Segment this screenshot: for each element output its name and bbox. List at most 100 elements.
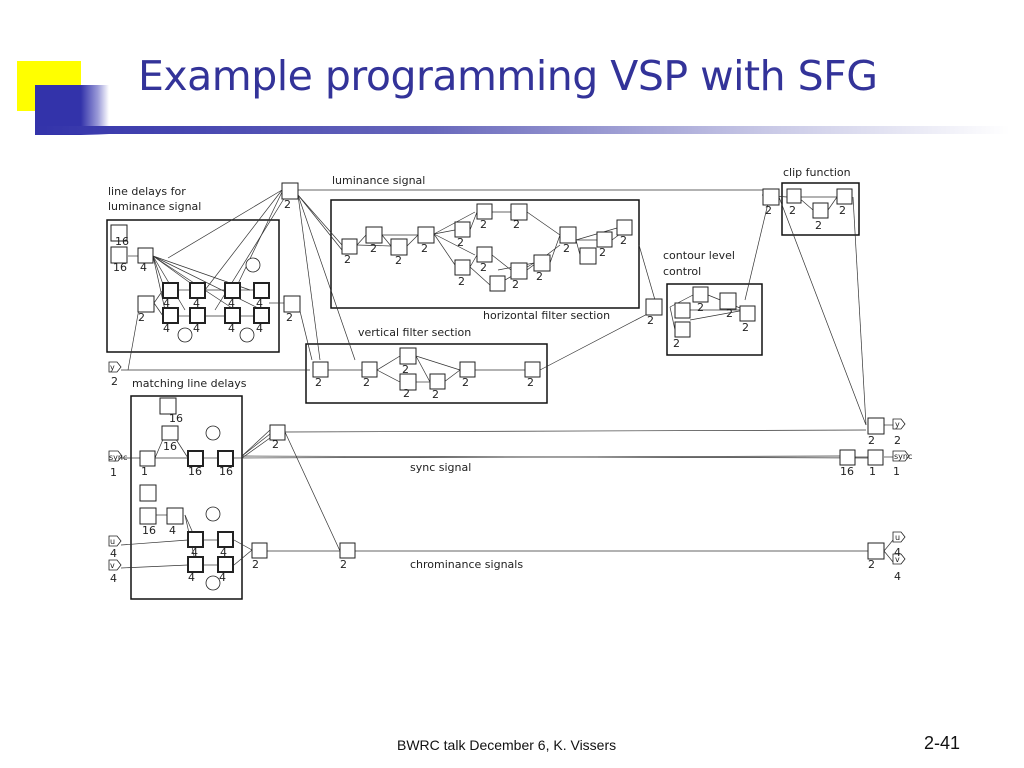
svg-text:4: 4 (228, 322, 235, 335)
svg-text:2: 2 (536, 270, 543, 283)
svg-text:16: 16 (163, 440, 177, 453)
svg-text:2: 2 (344, 253, 351, 266)
port-v-in-label: v (110, 561, 115, 570)
contour-level-group-box (666, 283, 763, 356)
svg-text:4: 4 (193, 322, 200, 335)
port-sync-in (108, 450, 123, 462)
svg-text:16: 16 (113, 261, 127, 274)
svg-text:4: 4 (188, 571, 195, 584)
svg-text:2: 2 (894, 434, 901, 447)
port-u-in-label: u (110, 537, 115, 546)
port-y-in (108, 361, 122, 373)
port-u-out (892, 531, 906, 543)
line-delays-label-2: luminance signal (108, 200, 201, 213)
line-delays-label-1: line delays for (108, 185, 186, 198)
svg-text:4: 4 (219, 571, 226, 584)
horizontal-filter-group-box (330, 199, 640, 309)
port-y-out-label: y (895, 420, 900, 429)
port-u-in (108, 535, 122, 547)
svg-text:4: 4 (256, 322, 263, 335)
luminance-signal-label: luminance signal (332, 174, 425, 187)
svg-text:4: 4 (163, 322, 170, 335)
svg-text:2: 2 (765, 204, 772, 217)
port-u-out-label: u (895, 533, 900, 542)
footer-text: BWRC talk December 6, K. Vissers (397, 737, 617, 753)
svg-text:1: 1 (893, 465, 900, 478)
port-sync-in-label: sync (109, 453, 127, 462)
sync-signal-label: sync signal (410, 461, 471, 474)
svg-text:2: 2 (697, 301, 704, 314)
svg-text:2: 2 (458, 275, 465, 288)
svg-text:2: 2 (340, 558, 347, 571)
svg-text:2: 2 (138, 311, 145, 324)
line-delays-group-box (106, 219, 280, 353)
svg-text:2: 2 (432, 388, 439, 401)
svg-text:2: 2 (480, 218, 487, 231)
svg-text:2: 2 (726, 307, 733, 320)
port-sync-out-label: sync (894, 452, 912, 461)
matching-line-delays-label: matching line delays (132, 377, 247, 390)
svg-text:16: 16 (840, 465, 854, 478)
svg-text:4: 4 (220, 546, 227, 559)
slide-number: 2-41 (924, 733, 961, 753)
svg-text:2: 2 (457, 236, 464, 249)
svg-text:4: 4 (894, 546, 901, 559)
slide-title: Example programming VSP with SFG (138, 52, 878, 100)
contour-level-label-1: contour level (663, 249, 735, 262)
svg-text:2: 2 (252, 558, 259, 571)
svg-text:2: 2 (370, 242, 377, 255)
node-square (281, 182, 299, 200)
contour-level-label-2: control (663, 265, 701, 278)
svg-text:2: 2 (363, 376, 370, 389)
horizontal-filter-label: horizontal filter section (483, 309, 610, 322)
port-y-out (892, 418, 906, 430)
svg-text:1: 1 (110, 466, 117, 479)
node-numbers: 2 16 4 16 4 4 4 4 4 4 4 4 2 2 2 2 2 2 2 2 2 2 2 2 2… (110, 198, 901, 585)
svg-text:2: 2 (563, 242, 570, 255)
svg-text:4: 4 (256, 297, 263, 310)
svg-text:4: 4 (169, 524, 176, 537)
svg-text:2: 2 (815, 219, 822, 232)
sfg-nodes (110, 182, 885, 573)
svg-text:16: 16 (188, 465, 202, 478)
svg-text:2: 2 (286, 311, 293, 324)
title-underline-bar (35, 126, 1010, 134)
svg-text:2: 2 (868, 434, 875, 447)
node-square (762, 188, 780, 206)
svg-text:2: 2 (599, 246, 606, 259)
port-v-out (892, 553, 906, 565)
matching-line-delays-group-box (130, 395, 243, 600)
svg-text:2: 2 (421, 242, 428, 255)
clip-function-group-box (781, 182, 860, 236)
svg-text:2: 2 (527, 376, 534, 389)
svg-text:2: 2 (512, 278, 519, 291)
svg-text:2: 2 (402, 363, 409, 376)
svg-text:4: 4 (163, 297, 170, 310)
svg-text:16: 16 (115, 235, 129, 248)
svg-text:2: 2 (480, 261, 487, 274)
svg-text:16: 16 (142, 524, 156, 537)
svg-text:2: 2 (403, 387, 410, 400)
svg-text:16: 16 (219, 465, 233, 478)
clip-function-label: clip function (783, 166, 851, 179)
svg-text:4: 4 (140, 261, 147, 274)
svg-text:2: 2 (513, 218, 520, 231)
chrominance-signals-label: chrominance signals (410, 558, 523, 571)
svg-text:2: 2 (673, 337, 680, 350)
svg-text:2: 2 (315, 376, 322, 389)
svg-text:4: 4 (191, 546, 198, 559)
svg-text:2: 2 (272, 438, 279, 451)
svg-text:4: 4 (894, 570, 901, 583)
svg-text:4: 4 (110, 572, 117, 585)
svg-text:2: 2 (839, 204, 846, 217)
port-v-in (108, 559, 122, 571)
port-sync-out (892, 450, 910, 462)
svg-text:2: 2 (395, 254, 402, 267)
svg-text:1: 1 (141, 465, 148, 478)
svg-text:2: 2 (462, 376, 469, 389)
svg-text:2: 2 (111, 375, 118, 388)
adder-circles (177, 257, 261, 591)
svg-text:4: 4 (110, 547, 117, 560)
svg-text:2: 2 (620, 234, 627, 247)
